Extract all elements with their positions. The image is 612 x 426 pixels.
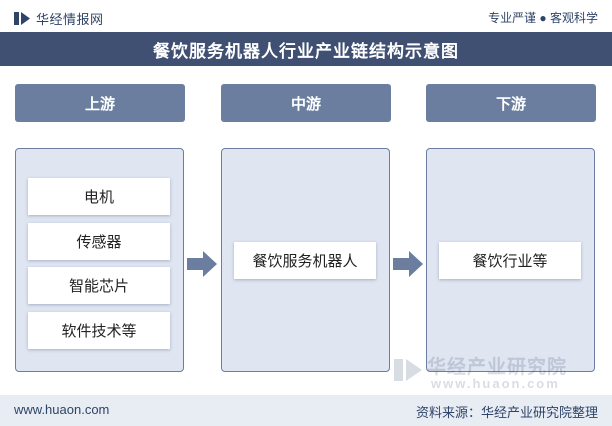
stage-downstream: 下游 bbox=[426, 84, 596, 122]
stage-upstream: 上游 bbox=[15, 84, 185, 122]
footer: www.huaon.com 资料来源：华经产业研究院整理 bbox=[0, 395, 612, 426]
footer-source: 资料来源：华经产业研究院整理 bbox=[415, 405, 598, 420]
watermark: 华经产业研究院 www.huaon.com bbox=[393, 352, 593, 392]
logo-icon bbox=[14, 12, 30, 25]
brand-name: 华经情报网 bbox=[36, 12, 104, 27]
slogan: 专业严谨 ● 客观科学 bbox=[488, 11, 598, 25]
midstream-item: 餐饮服务机器人 bbox=[234, 242, 376, 279]
arrow-right-icon bbox=[393, 251, 423, 277]
watermark-url: www.huaon.com bbox=[431, 376, 560, 391]
downstream-item: 餐饮行业等 bbox=[439, 242, 581, 279]
upstream-item: 传感器 bbox=[28, 223, 170, 260]
diagram-title: 餐饮服务机器人行业产业链结构示意图 bbox=[0, 32, 612, 66]
brand-logo[interactable]: 华经情报网 bbox=[14, 9, 104, 28]
upstream-item: 智能芯片 bbox=[28, 267, 170, 304]
upstream-item: 电机 bbox=[28, 178, 170, 215]
upstream-item: 软件技术等 bbox=[28, 312, 170, 349]
top-bar: 华经情报网 专业严谨 ● 客观科学 bbox=[0, 0, 612, 32]
stage-midstream: 中游 bbox=[221, 84, 391, 122]
watermark-name: 华经产业研究院 bbox=[427, 357, 568, 378]
watermark-logo-icon bbox=[394, 359, 422, 381]
arrow-right-icon bbox=[187, 251, 217, 277]
footer-url[interactable]: www.huaon.com bbox=[14, 402, 110, 417]
